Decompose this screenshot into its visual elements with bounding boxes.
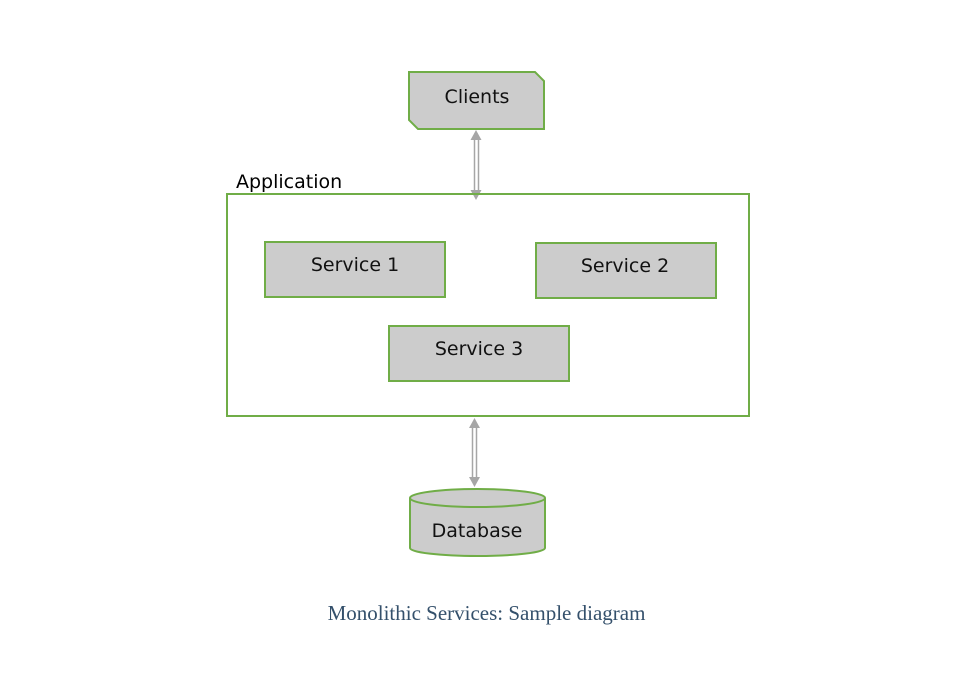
service-2-label: Service 2	[581, 255, 669, 277]
clients-application-arrow	[470, 130, 482, 200]
clients-label: Clients	[445, 86, 510, 108]
database-label: Database	[432, 520, 523, 542]
service-1-node: Service 1	[264, 241, 446, 298]
application-label: Application	[236, 171, 342, 193]
application-database-arrow	[469, 418, 480, 487]
diagram-caption: Monolithic Services: Sample diagram	[327, 601, 646, 625]
service-2-box	[535, 242, 717, 299]
service-3-box	[388, 325, 570, 382]
database-cylinder-top	[409, 488, 546, 508]
database-cylinder	[409, 498, 546, 557]
service-1-label: Service 1	[311, 254, 399, 276]
clients-shape	[408, 71, 545, 130]
service-2-node: Service 2	[535, 242, 717, 299]
service-1-box	[264, 241, 446, 298]
clients-node: Clients	[408, 71, 545, 130]
application-container	[226, 193, 750, 417]
service-3-label: Service 3	[435, 338, 523, 360]
service-3-node: Service 3	[388, 325, 570, 382]
database-node: Database	[409, 488, 546, 557]
